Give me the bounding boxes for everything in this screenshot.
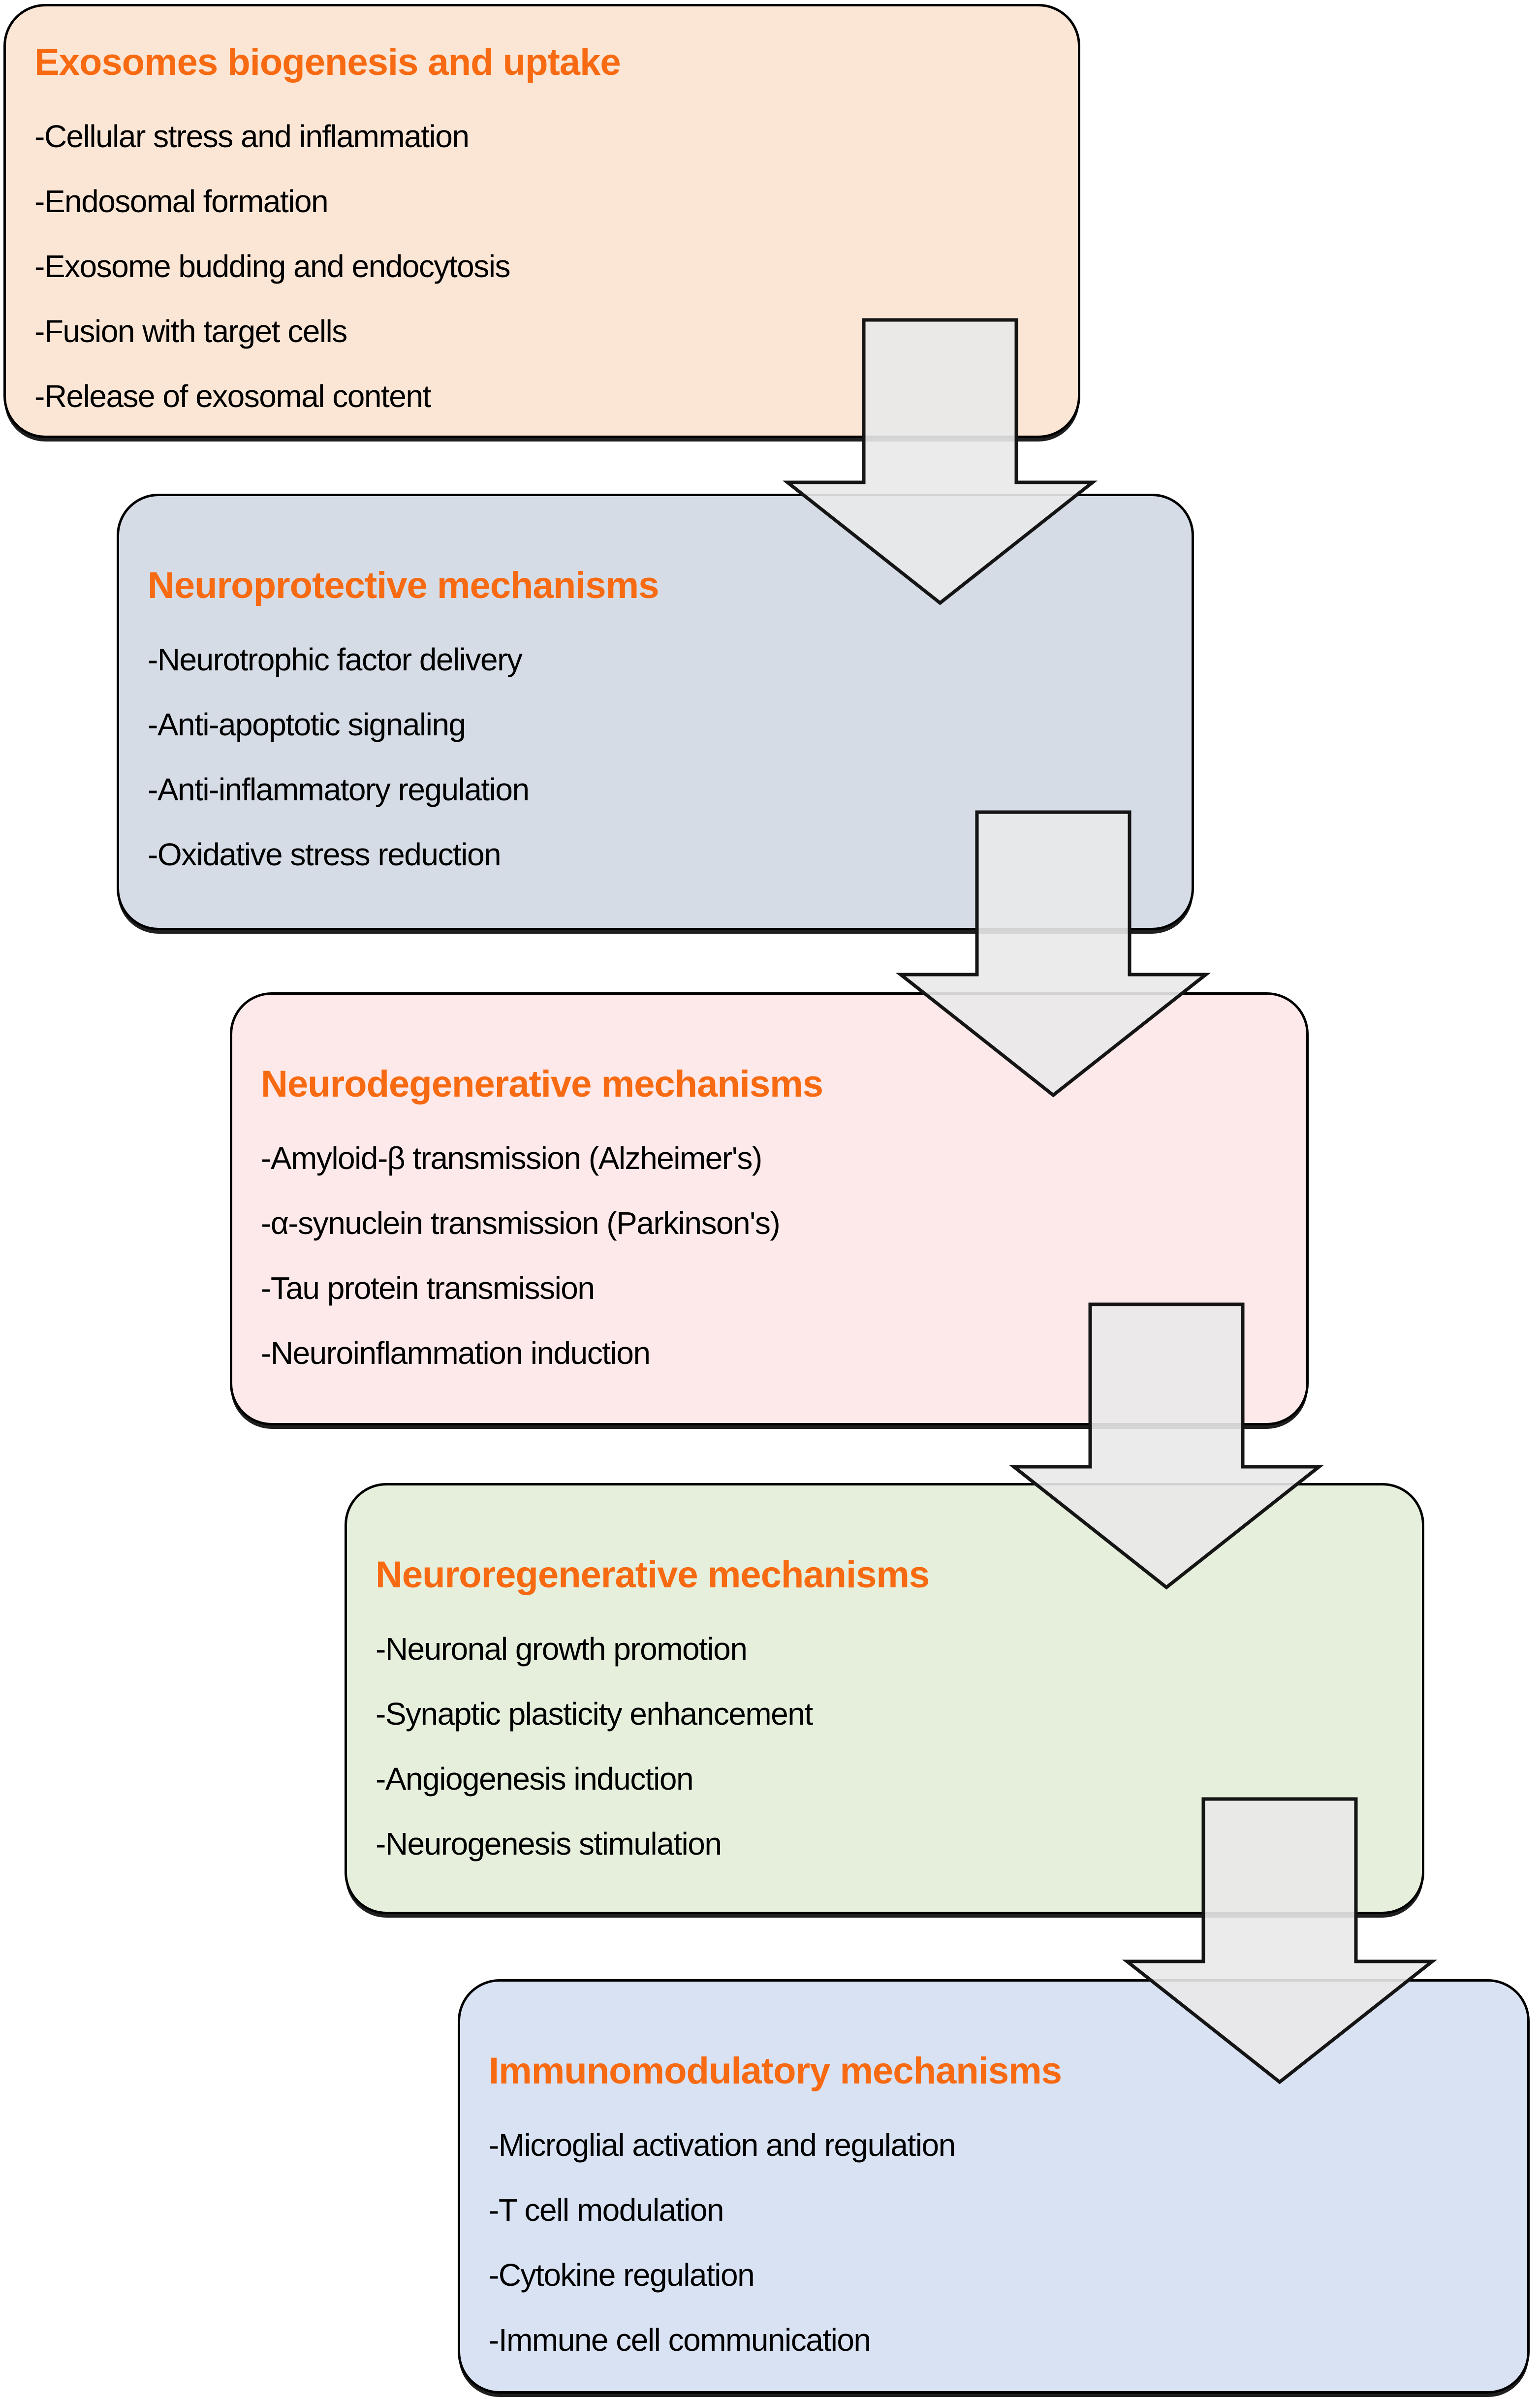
box-item: -Angiogenesis induction [376, 1761, 694, 1797]
down-arrow [1122, 1797, 1438, 2084]
box-title: Neuroprotective mechanisms [148, 565, 659, 606]
down-arrow [1008, 1302, 1324, 1590]
box-title: Neurodegenerative mechanisms [261, 1063, 823, 1105]
box-item: -Cytokine regulation [489, 2257, 755, 2293]
box-item: -Anti-apoptotic signaling [148, 706, 466, 742]
box-item: -Neuroinflammation induction [261, 1335, 651, 1371]
box-item: -Amyloid-β transmission (Alzheimer's) [261, 1140, 762, 1176]
box-item: -α-synuclein transmission (Parkinson's) [261, 1205, 781, 1241]
box-item: -Neurotrophic factor delivery [148, 641, 523, 677]
box-item: -Release of exosomal content [34, 378, 431, 414]
box-item: -Neurogenesis stimulation [376, 1826, 722, 1862]
box-title: Immunomodulatory mechanisms [489, 2050, 1062, 2092]
box-item: -Cellular stress and inflammation [34, 118, 470, 154]
box-item: -Exosome budding and endocytosis [34, 248, 510, 284]
down-arrow [782, 318, 1098, 605]
box-item-list: -Amyloid-β transmission (Alzheimer's) -α-… [261, 1126, 1278, 1386]
box-item: -Immune cell communication [489, 2322, 871, 2358]
box-item: -Anti-inflammatory regulation [148, 771, 530, 807]
box-item: -Oxidative stress reduction [148, 836, 502, 872]
stage-box-immunomodulatory: Immunomodulatory mechanisms -Microglial … [458, 1979, 1530, 2394]
box-title: Neuroregenerative mechanisms [376, 1554, 930, 1596]
box-title: Exosomes biogenesis and uptake [34, 41, 621, 83]
box-item: -Fusion with target cells [34, 313, 347, 349]
box-item-list: -Neuronal growth promotion -Synaptic plas… [376, 1616, 1393, 1876]
box-item: -T cell modulation [489, 2192, 724, 2228]
box-item: -Endosomal formation [34, 183, 329, 219]
box-item: -Neuronal growth promotion [376, 1631, 748, 1667]
stage-box-exosomes-biogenesis: Exosomes biogenesis and uptake -Cellular… [3, 4, 1080, 438]
box-item-list: -Neurotrophic factor delivery -Anti-apopt… [148, 627, 1163, 887]
box-item-list: -Microglial activation and regulation -T … [489, 2113, 1499, 2372]
box-item: -Tau protein transmission [261, 1270, 595, 1306]
box-item-list: -Cellular stress and inflammation -Endoso… [34, 104, 1049, 429]
down-arrow [895, 810, 1211, 1098]
box-item: -Microglial activation and regulation [489, 2127, 956, 2163]
box-item: -Synaptic plasticity enhancement [376, 1696, 813, 1732]
